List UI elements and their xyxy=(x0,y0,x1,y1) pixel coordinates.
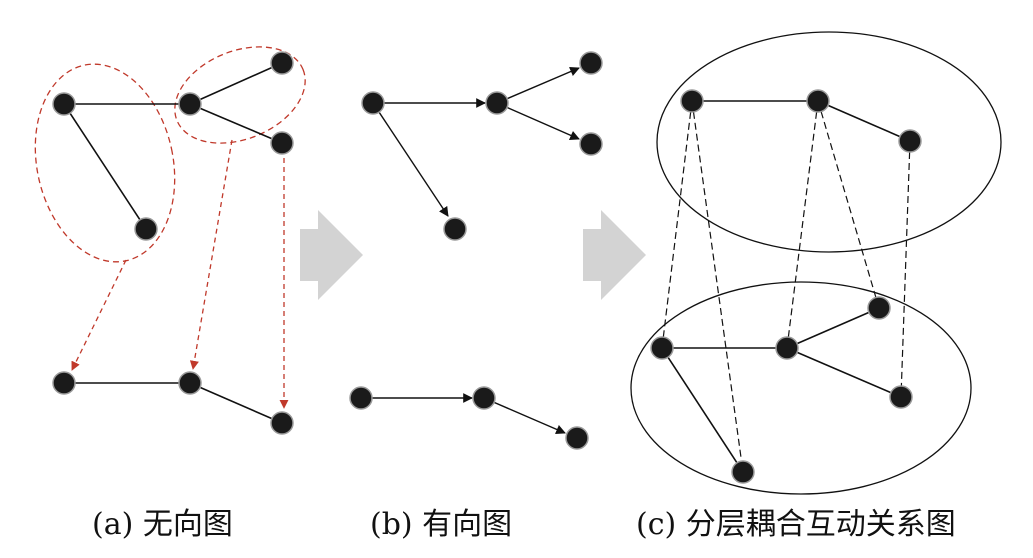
group-ellipse-right xyxy=(174,46,306,144)
panel-c-layered xyxy=(630,31,1002,495)
panel-a-undirected xyxy=(34,46,306,435)
node xyxy=(52,92,76,116)
node xyxy=(579,51,603,75)
directed-edge xyxy=(496,102,580,140)
caption-a: (a) 无向图 xyxy=(92,507,233,542)
coupling-link xyxy=(900,140,911,398)
node xyxy=(270,131,294,155)
directed-edge xyxy=(372,102,449,217)
node xyxy=(650,336,674,360)
node xyxy=(361,91,385,115)
node xyxy=(731,460,755,484)
directed-edge xyxy=(483,397,566,434)
edge xyxy=(786,347,902,398)
directed-edge xyxy=(496,66,580,104)
node xyxy=(52,371,76,395)
edge xyxy=(189,103,283,144)
group-ellipse-left xyxy=(34,63,176,263)
edge xyxy=(817,100,911,142)
layer-ellipse-top xyxy=(656,31,1002,253)
node xyxy=(485,91,509,115)
node xyxy=(270,51,294,75)
node xyxy=(472,386,496,410)
node xyxy=(565,426,589,450)
coupling-link xyxy=(817,100,880,309)
transition-arrow-icon xyxy=(583,210,646,300)
node xyxy=(775,336,799,360)
node xyxy=(443,217,467,241)
layer-ellipse-bottom xyxy=(630,281,972,495)
node xyxy=(349,386,373,410)
node xyxy=(680,89,704,113)
mapping-arrow xyxy=(189,139,233,370)
coupling-link xyxy=(661,100,693,349)
edge xyxy=(189,62,283,105)
edge xyxy=(786,307,880,349)
panel-b-directed xyxy=(349,51,603,450)
node xyxy=(898,129,922,153)
edge xyxy=(661,347,744,473)
transition-arrow-icon xyxy=(300,210,363,300)
node xyxy=(579,132,603,156)
coupling-link xyxy=(691,100,744,473)
node xyxy=(134,217,158,241)
node xyxy=(178,92,202,116)
node xyxy=(270,411,294,435)
coupling-link xyxy=(786,100,819,349)
mapping-arrow xyxy=(71,259,127,371)
edge xyxy=(63,103,147,230)
node xyxy=(867,296,891,320)
node xyxy=(889,385,913,409)
caption-c: (c) 分层耦合互动关系图 xyxy=(636,507,956,542)
node xyxy=(178,371,202,395)
caption-b: (b) 有向图 xyxy=(370,507,513,542)
node xyxy=(806,89,830,113)
edge xyxy=(189,382,283,424)
